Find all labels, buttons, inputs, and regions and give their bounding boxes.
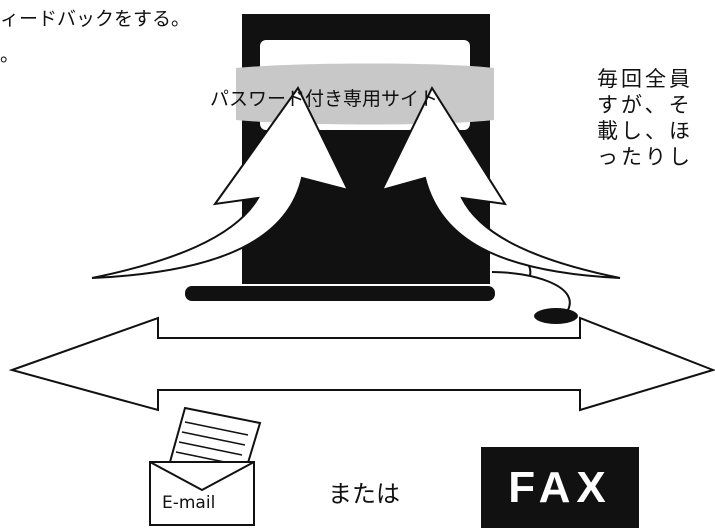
site-label: パスワード付き専用サイト	[210, 88, 439, 110]
fax-label: FAX	[508, 462, 612, 512]
fax-badge: FAX	[481, 447, 639, 528]
envelope-icon	[149, 406, 262, 526]
or-text: または	[328, 480, 400, 508]
right-text-line4: ったりし	[597, 145, 693, 169]
curved-up-arrow-right-icon	[380, 85, 621, 279]
double-headed-arrow-icon	[8, 316, 715, 412]
right-text-line3: 載し、ほ	[597, 119, 693, 143]
mouse-icon	[491, 256, 578, 324]
right-text-line2: すが、そ	[597, 93, 693, 117]
email-label: E-mail	[162, 493, 216, 513]
right-text-line1: 毎回全員	[597, 67, 693, 91]
top-text-line1: ィードバックをする。	[0, 8, 191, 30]
curved-up-arrow-left-icon	[91, 86, 350, 279]
top-text-line2: 。	[0, 44, 20, 66]
